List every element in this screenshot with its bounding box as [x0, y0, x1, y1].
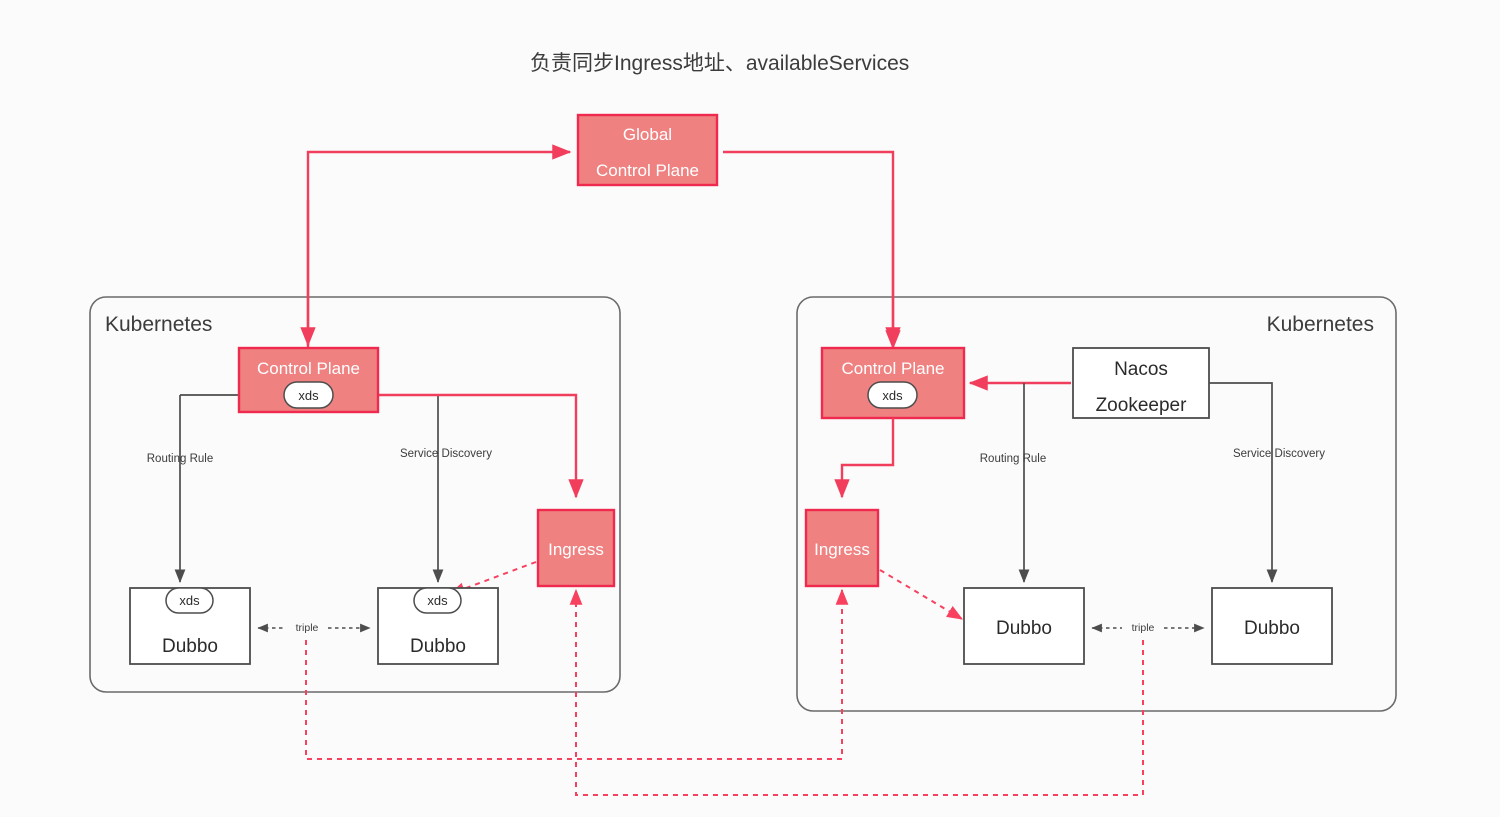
registry-box-right[interactable]	[1072, 347, 1210, 419]
xds-badge-left-cp-label: xds	[298, 388, 319, 403]
xds-badge-right-cp	[867, 381, 918, 409]
cluster-title-left: Kubernetes	[105, 313, 212, 336]
service-label-right-1: Dubbo	[996, 618, 1052, 639]
edge-label-right-triple: triple	[1132, 622, 1155, 634]
service-label-left-2: Dubbo	[410, 636, 466, 657]
control-plane-label-right: Control Plane	[841, 359, 944, 378]
global-control-plane-label-2: Control Plane	[596, 161, 699, 180]
xds-badge-left-dubbo1	[165, 587, 214, 614]
ingress-box-right[interactable]	[804, 508, 880, 588]
edge-label-left-discovery: Service Discovery	[400, 448, 492, 460]
cluster-title-right: Kubernetes	[1267, 313, 1374, 336]
registry-label-2: Zookeeper	[1096, 395, 1188, 416]
edge-label-right-discovery: Service Discovery	[1233, 448, 1325, 460]
edge-right-ingress-to-dubbo3	[879, 569, 964, 620]
ingress-label-right: Ingress	[814, 540, 870, 559]
cluster-panel-right	[796, 296, 1397, 712]
service-box-right-2[interactable]	[1211, 587, 1333, 665]
xds-badge-left-cp	[283, 381, 334, 409]
edge-label-right-routing: Routing Rule	[980, 453, 1046, 465]
edge-label-left-routing: Routing Rule	[147, 453, 213, 465]
service-label-right-2: Dubbo	[1244, 618, 1300, 639]
global-control-plane-label-1: Global	[623, 125, 672, 144]
edge-global-to-right-cp	[723, 150, 901, 350]
xds-badge-left-dubbo2-label: xds	[427, 593, 448, 608]
registry-label-1: Nacos	[1114, 359, 1168, 380]
page-title: 负责同步Ingress地址、availableServices	[530, 52, 909, 75]
xds-badge-left-dubbo2	[413, 587, 462, 614]
edge-left-cp-to-ingress	[378, 393, 584, 499]
edge-right-service-discovery	[1209, 382, 1278, 584]
edge-right-cp-to-ingress	[834, 418, 895, 499]
ingress-box-left[interactable]	[536, 508, 616, 588]
xds-badge-left-dubbo1-label: xds	[179, 593, 200, 608]
service-box-right-1[interactable]	[963, 587, 1085, 665]
path-right-triple-to-left-ingress	[569, 588, 1144, 796]
cluster-panel-left	[89, 296, 621, 693]
service-label-left-1: Dubbo	[162, 636, 218, 657]
xds-badge-right-cp-label: xds	[882, 388, 903, 403]
ingress-label-left: Ingress	[548, 540, 604, 559]
edge-left-cp-to-global	[306, 144, 572, 348]
edge-label-left-triple: triple	[296, 622, 319, 634]
global-control-plane-box[interactable]	[576, 113, 719, 187]
control-plane-label-left: Control Plane	[257, 359, 360, 378]
